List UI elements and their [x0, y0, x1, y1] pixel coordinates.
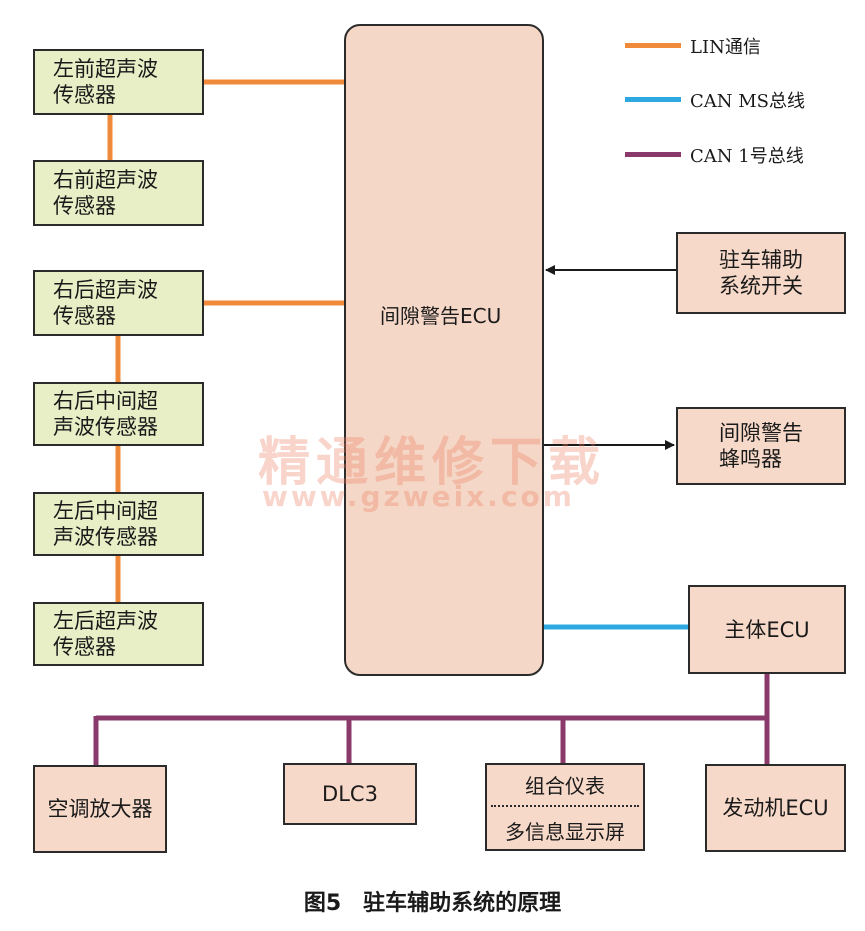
sensor-rear-left-center-label: 左后中间超 声波传感器	[53, 499, 158, 549]
legend-can-ms-label: CAN MS总线	[690, 91, 806, 112]
watermark-url: www.gzweix.com	[262, 480, 575, 513]
dlc3: DLC3	[283, 763, 417, 825]
sensor-rear-left-label: 左后超声波 传感器	[53, 609, 158, 659]
parking-assist-switch: 驻车辅助 系统开关	[676, 232, 846, 314]
can1-bus	[93, 674, 770, 767]
sensor-rear-right-center: 右后中间超 声波传感器	[33, 382, 204, 446]
figure-caption: 图5 驻车辅助系统的原理	[303, 891, 562, 916]
legend-can1-line	[625, 152, 681, 157]
legend-can1-label: CAN 1号总线	[690, 146, 804, 167]
parking-assist-switch-label: 驻车辅助 系统开关	[719, 248, 803, 298]
sensor-rear-right-label: 右后超声波 传感器	[53, 278, 158, 328]
legend-lin-label: LIN通信	[690, 37, 761, 58]
cluster-divider	[491, 805, 639, 807]
sensor-rear-left: 左后超声波 传感器	[33, 602, 204, 666]
dlc3-label: DLC3	[322, 782, 378, 806]
clearance-warning-ecu-label: 间隙警告ECU	[380, 304, 502, 328]
sensor-front-left-label: 左前超声波 传感器	[53, 57, 158, 107]
sensor-front-right: 右前超声波 传感器	[33, 160, 204, 226]
lin-lines	[107, 79, 344, 602]
sensor-rear-right: 右后超声波 传感器	[33, 270, 204, 336]
combination-meter-label: 组合仪表	[525, 774, 605, 798]
clearance-warning-ecu	[344, 24, 544, 676]
ac-amplifier-label: 空调放大器	[47, 797, 153, 821]
clearance-warning-buzzer: 间隙警告 蜂鸣器	[676, 407, 846, 485]
legend-lin-line	[625, 43, 681, 48]
engine-ecu: 发动机ECU	[705, 764, 846, 852]
engine-ecu-label: 发动机ECU	[722, 796, 829, 820]
multi-info-display-label: 多信息显示屏	[505, 820, 625, 844]
ac-amplifier: 空调放大器	[33, 765, 167, 853]
body-ecu: 主体ECU	[688, 585, 846, 674]
sensor-rear-right-center-label: 右后中间超 声波传感器	[53, 389, 158, 439]
combination-meter: 组合仪表 多信息显示屏	[485, 763, 645, 851]
sensor-front-left: 左前超声波 传感器	[33, 49, 204, 115]
sensor-front-right-label: 右前超声波 传感器	[53, 168, 158, 218]
watermark-text: 精通维修下载	[258, 432, 607, 493]
sensor-rear-left-center: 左后中间超 声波传感器	[33, 492, 204, 556]
body-ecu-label: 主体ECU	[724, 617, 810, 642]
clearance-warning-buzzer-label: 间隙警告 蜂鸣器	[719, 421, 803, 471]
legend-can-ms-line	[625, 97, 681, 102]
